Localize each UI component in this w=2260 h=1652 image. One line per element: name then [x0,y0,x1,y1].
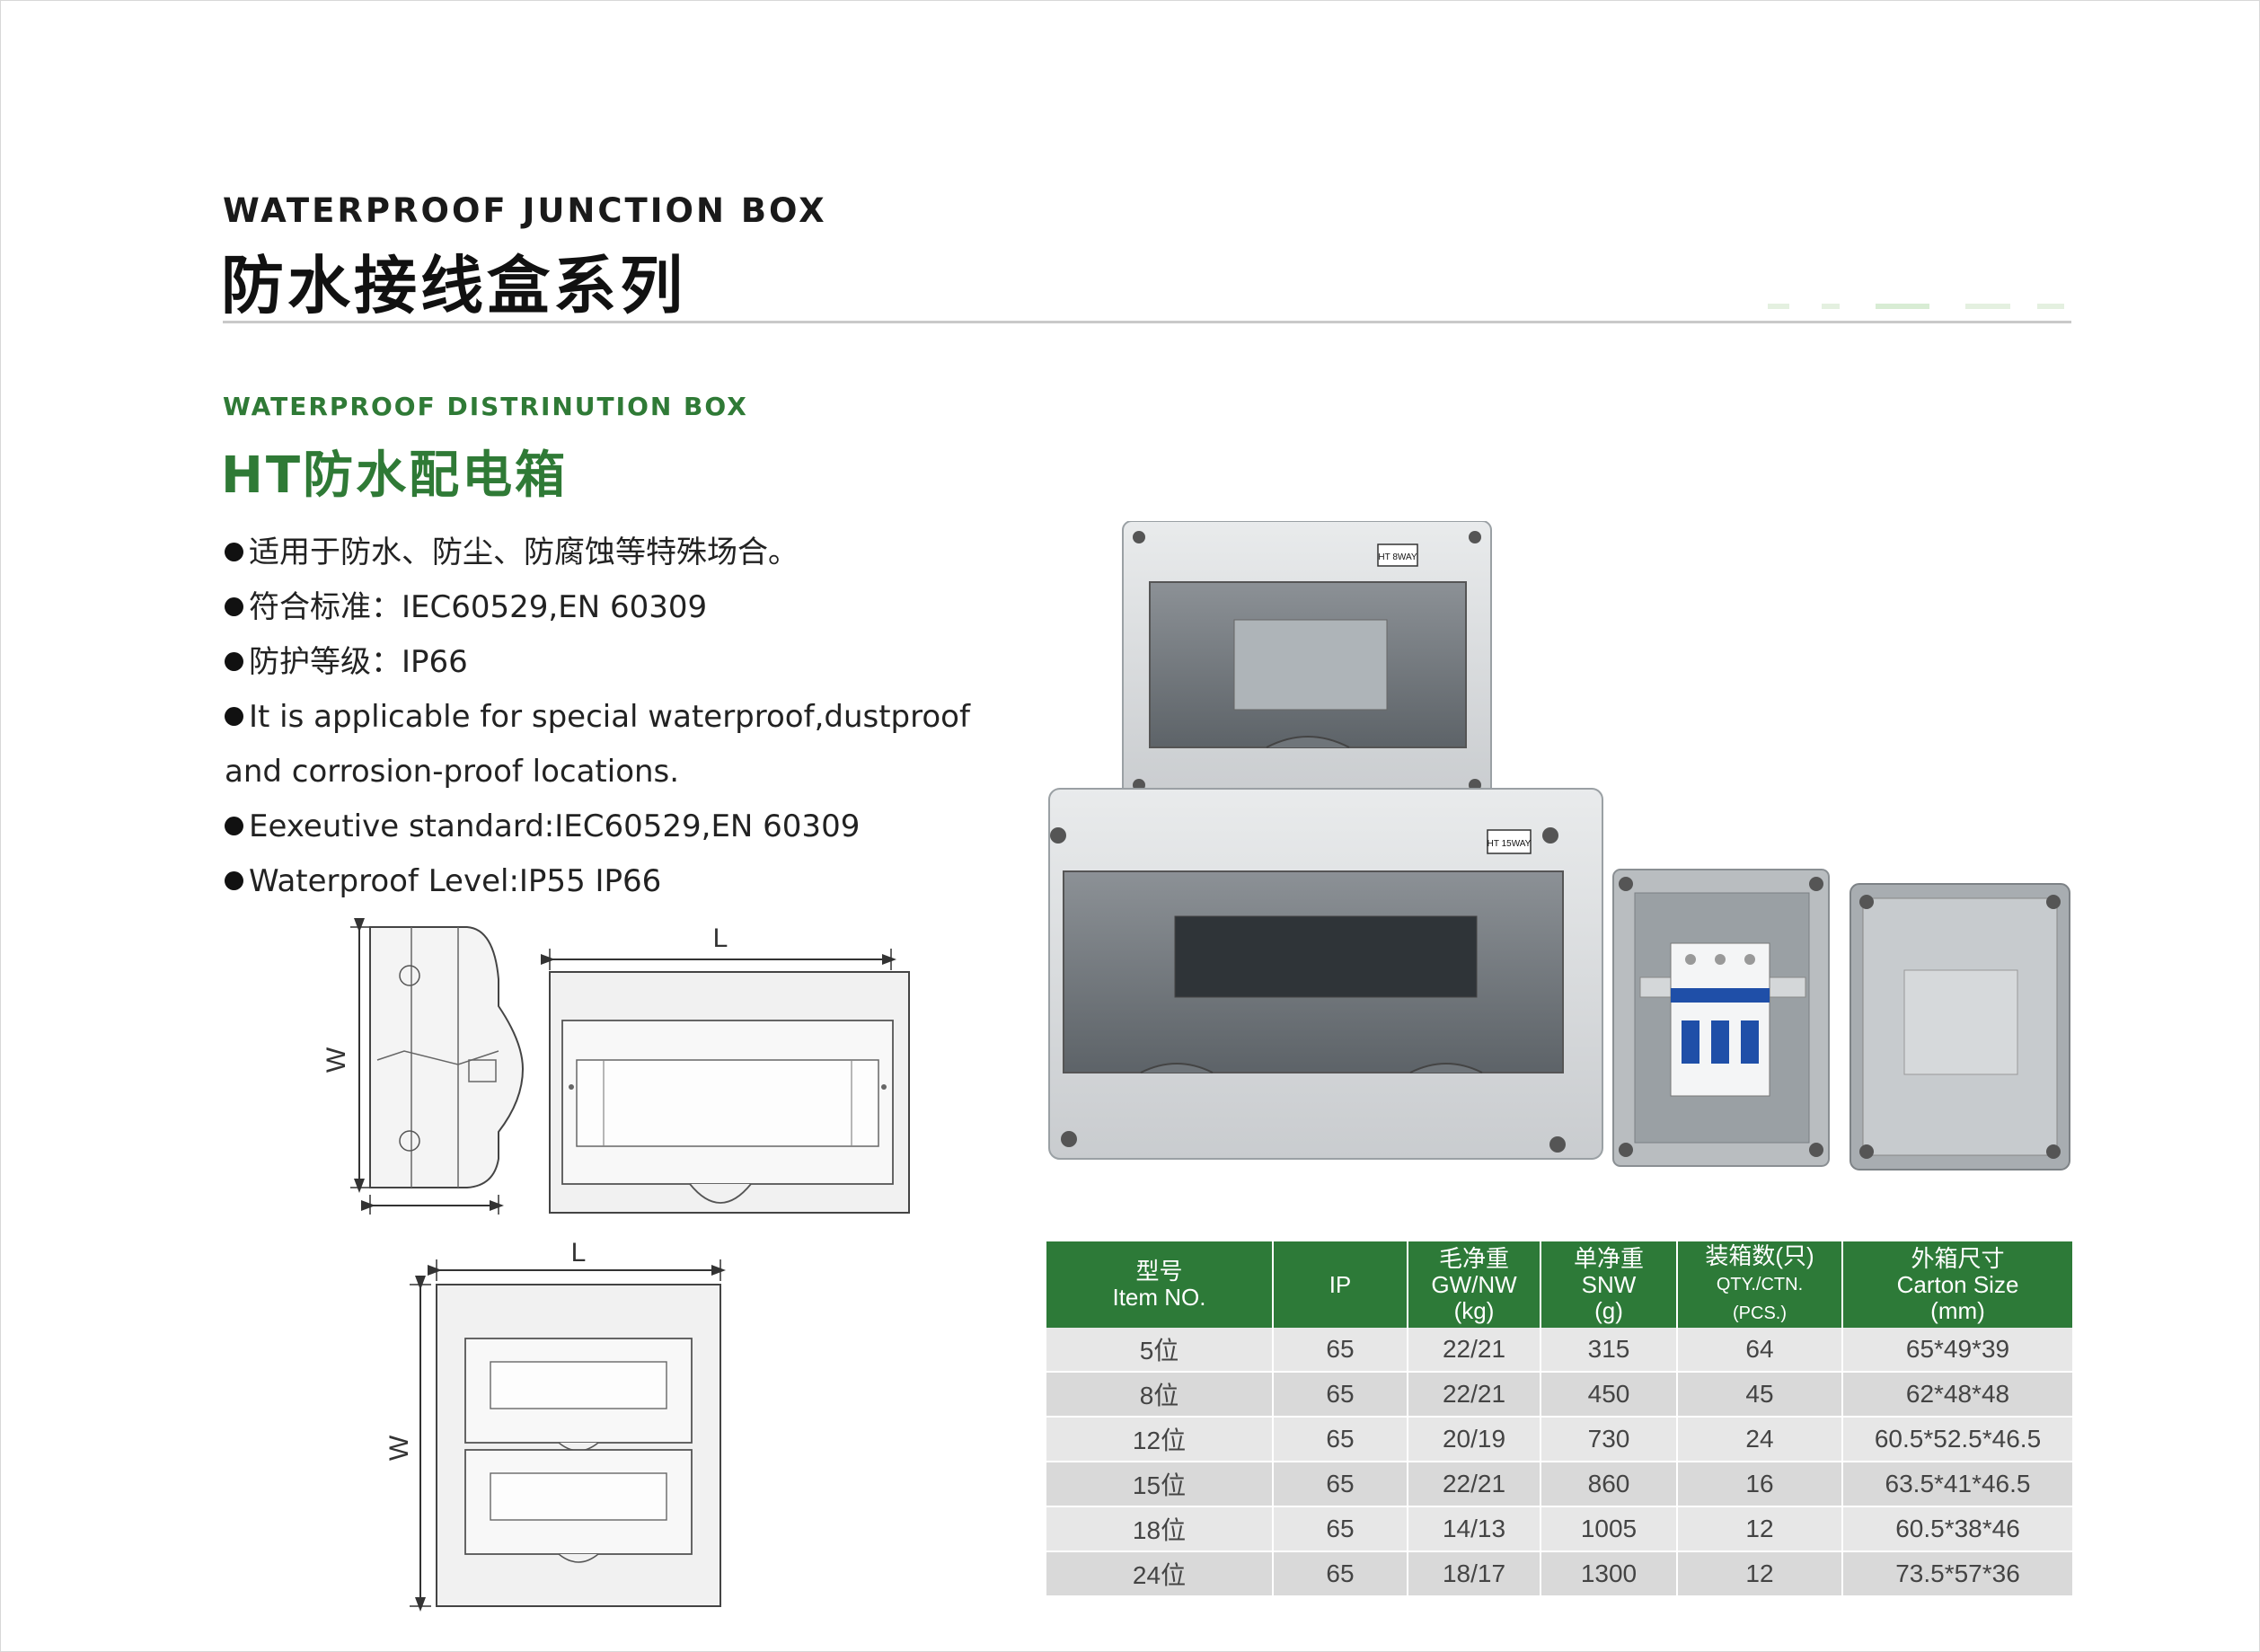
feature-item: It is applicable for special waterproof,… [225,690,1123,745]
product-photos: HT 8WAY HT 15WAY [1048,521,2070,1171]
feature-item: Eexeutive standard:IEC60529,EN 60309 [225,799,1123,854]
bullet-icon [225,543,243,561]
section-subtitle-en: WATERPROOF DISTRINUTION BOX [223,392,748,421]
side-width-label: W [322,1047,351,1073]
double-width-label: W [384,1435,414,1461]
column-header-ip: IP [1273,1241,1408,1328]
section-subtitle-cn: HT防水配电箱 [221,446,569,505]
front-view-drawing-double: L W [384,1238,726,1612]
feature-item: Waterproof Level:IP55 IP66 [225,854,1123,909]
feature-item: 适用于防水、防尘、防腐蚀等特殊场合。 [225,526,1123,580]
side-view-drawing: W [322,918,525,1215]
enclosure-lid-image [1849,883,2070,1171]
bullet-icon [225,707,243,726]
bullet-icon [225,871,243,890]
large-box-label: HT 15WAY [1488,839,1532,849]
bullet-icon [225,817,243,835]
front-length-label: L [713,923,728,953]
feature-item: 防护等级：IP66 [225,635,1123,690]
column-header-qty: 装箱数(只)QTY./CTN.(PCS.) [1677,1241,1843,1328]
title-divider [223,321,2071,323]
divider-decoration [1768,304,2064,309]
bullet-icon [225,597,243,616]
feature-list: 适用于防水、防尘、防腐蚀等特殊场合。 符合标准：IEC60529,EN 6030… [225,526,1123,909]
page-title-en: WATERPROOF JUNCTION BOX [223,191,827,230]
feature-item-continued: and corrosion-proof locations. [225,754,680,790]
open-enclosure-breaker-image [1612,869,1830,1167]
small-box-label: HT 8WAY [1378,552,1417,562]
large-enclosure-image: HT 15WAY [1048,788,1603,1160]
small-enclosure-image: HT 8WAY [1122,521,1492,802]
feature-item: 符合标准：IEC60529,EN 60309 [225,580,1123,635]
front-view-drawing-single: L [541,923,910,1214]
double-length-label: L [571,1238,587,1268]
technical-drawings: W L L W [322,918,910,1612]
page-title-cn: 防水接线盒系列 [221,249,686,322]
bullet-icon [225,652,243,671]
